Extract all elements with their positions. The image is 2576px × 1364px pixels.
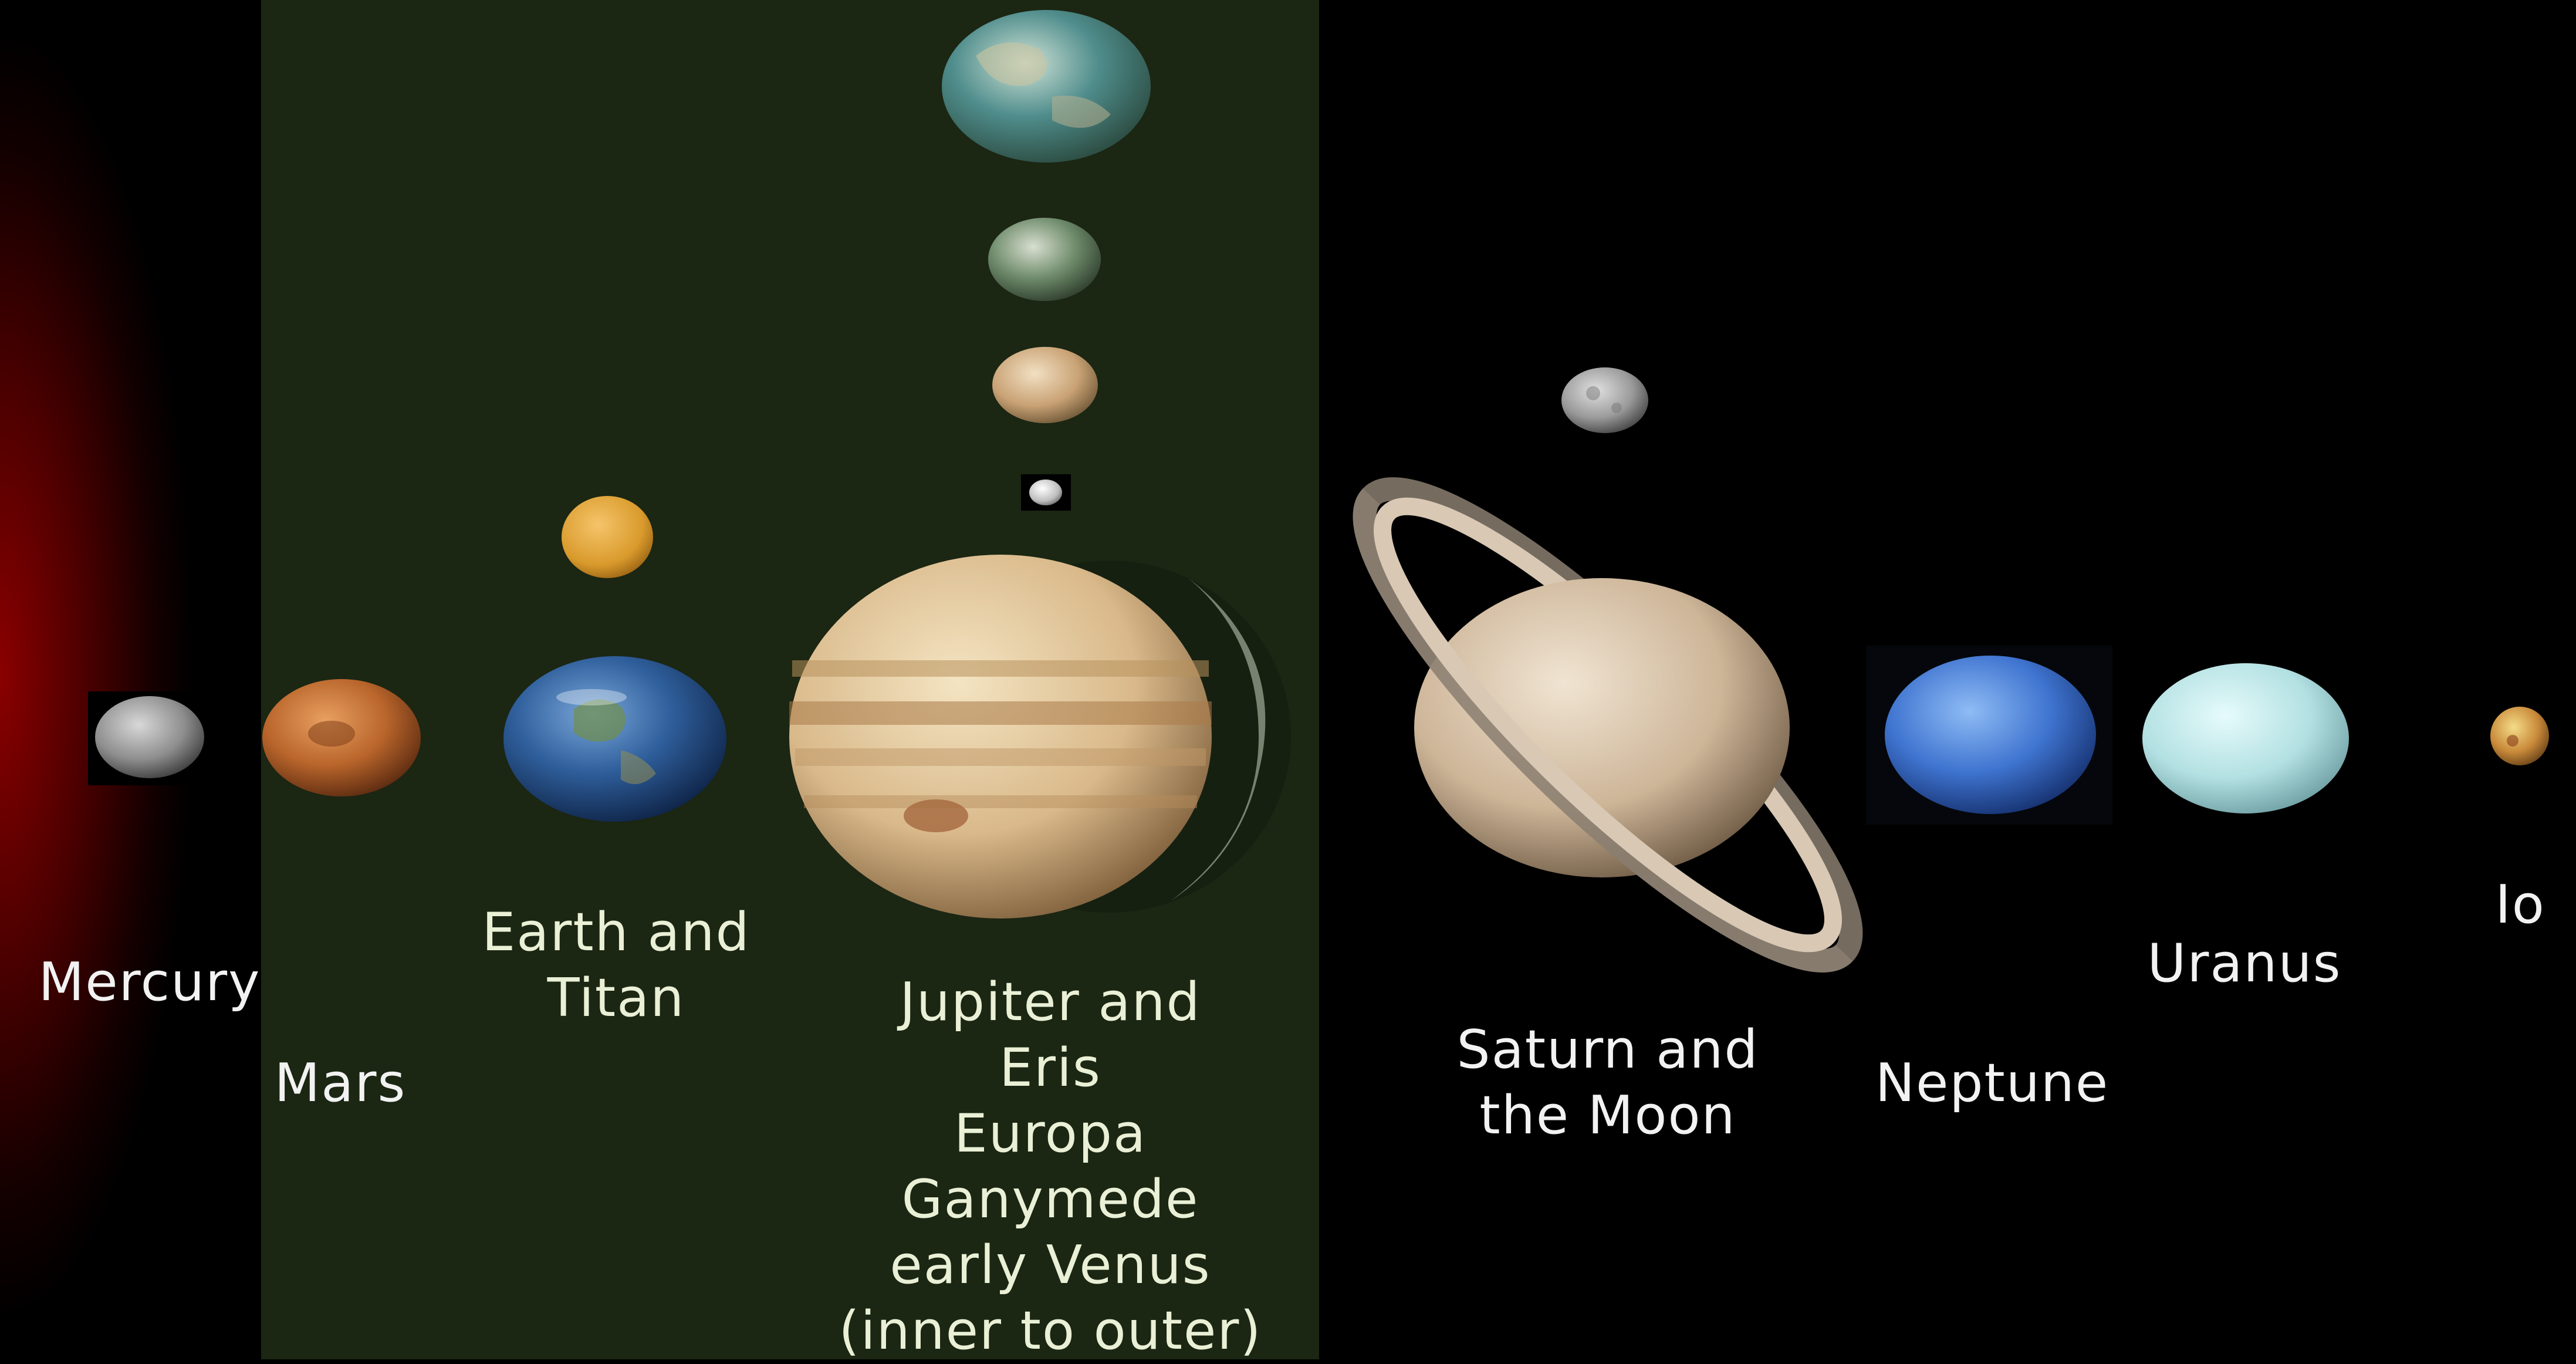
moon-icon [1561, 367, 1648, 433]
mercury-icon [88, 691, 211, 785]
io-icon [2490, 707, 2549, 765]
europa-icon [992, 347, 1098, 423]
uranus-icon [2142, 663, 2349, 813]
uranus-label: Uranus [2147, 933, 2342, 994]
earth-icon [503, 656, 726, 822]
jupiter-label: Jupiter and Eris Europa Ganymede early V… [839, 971, 1262, 1362]
io-label: Io [2495, 874, 2545, 936]
saturn-label: Saturn and the Moon [1456, 1019, 1759, 1146]
eris-icon [1021, 474, 1071, 511]
neptune-label: Neptune [1875, 1052, 2110, 1114]
early-venus-icon [942, 10, 1151, 163]
mars-icon [262, 679, 421, 796]
neptune-icon [1866, 646, 2112, 825]
jupiter-icon [789, 555, 1291, 919]
mars-label: Mars [274, 1052, 407, 1114]
ganymede-icon [988, 218, 1101, 301]
titan-icon [562, 496, 653, 578]
earth-label: Earth and Titan [482, 902, 751, 1029]
sun-glow-band [0, 0, 261, 1359]
saturn-icon [1353, 477, 1863, 973]
mercury-label: Mercury [38, 951, 261, 1013]
